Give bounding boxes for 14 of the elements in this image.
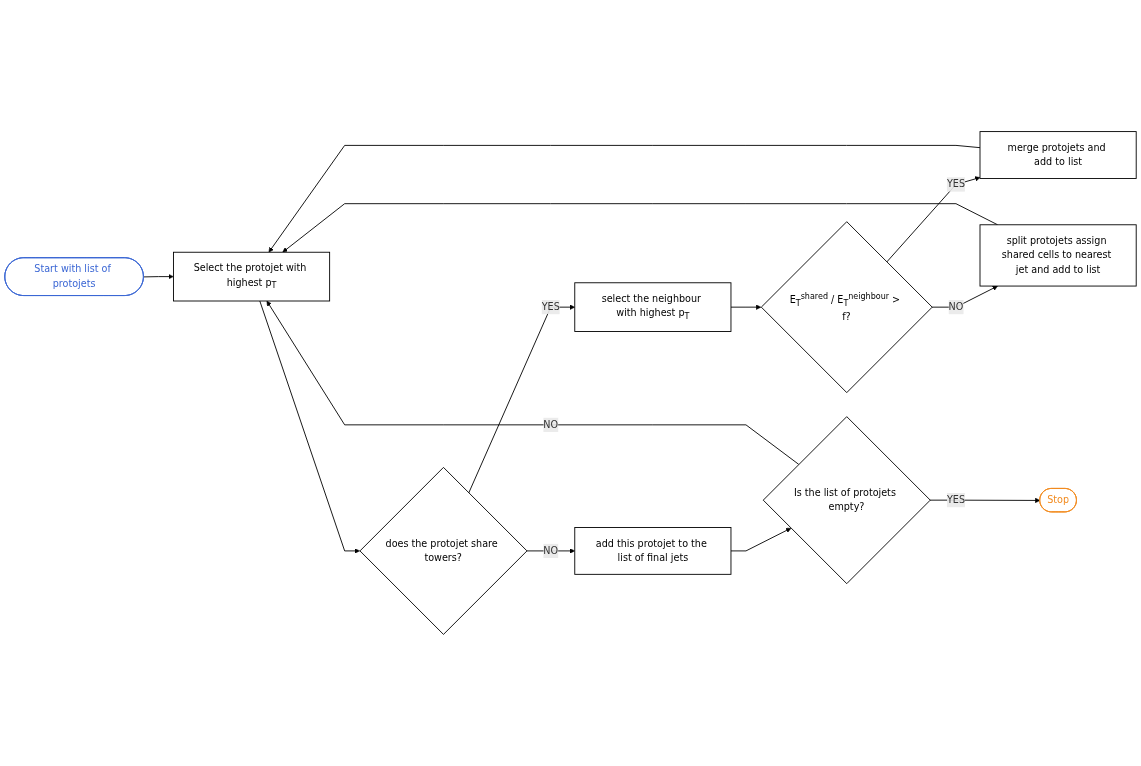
node-box: add this protojet to the list of final jets — [574, 527, 732, 575]
edge-label: NO — [948, 301, 964, 313]
edge-label: NO — [543, 544, 559, 557]
node-diamond: does the protojet share towers? — [359, 466, 528, 635]
edge-label: YES — [541, 301, 560, 313]
node-box: select the neighbour with highest p$_{T}$ — [574, 282, 732, 332]
node-box: merge protojets and add to list — [979, 131, 1137, 179]
edge-label: YES — [946, 494, 965, 506]
node-diamond: E$_{T}$$^{shared}$ / E$_{T}$$^{neighbour}$ > f? — [760, 221, 933, 394]
node-box: Select the protojet with highest p$_{T}$ — [173, 251, 331, 302]
edge-label: NO — [543, 418, 559, 431]
node-diamond: Is the list of protojets empty? — [762, 416, 931, 585]
node-box: split protojets assign shared cells to nearest jet and add to list — [979, 224, 1137, 287]
edge-label: YES — [946, 178, 965, 190]
